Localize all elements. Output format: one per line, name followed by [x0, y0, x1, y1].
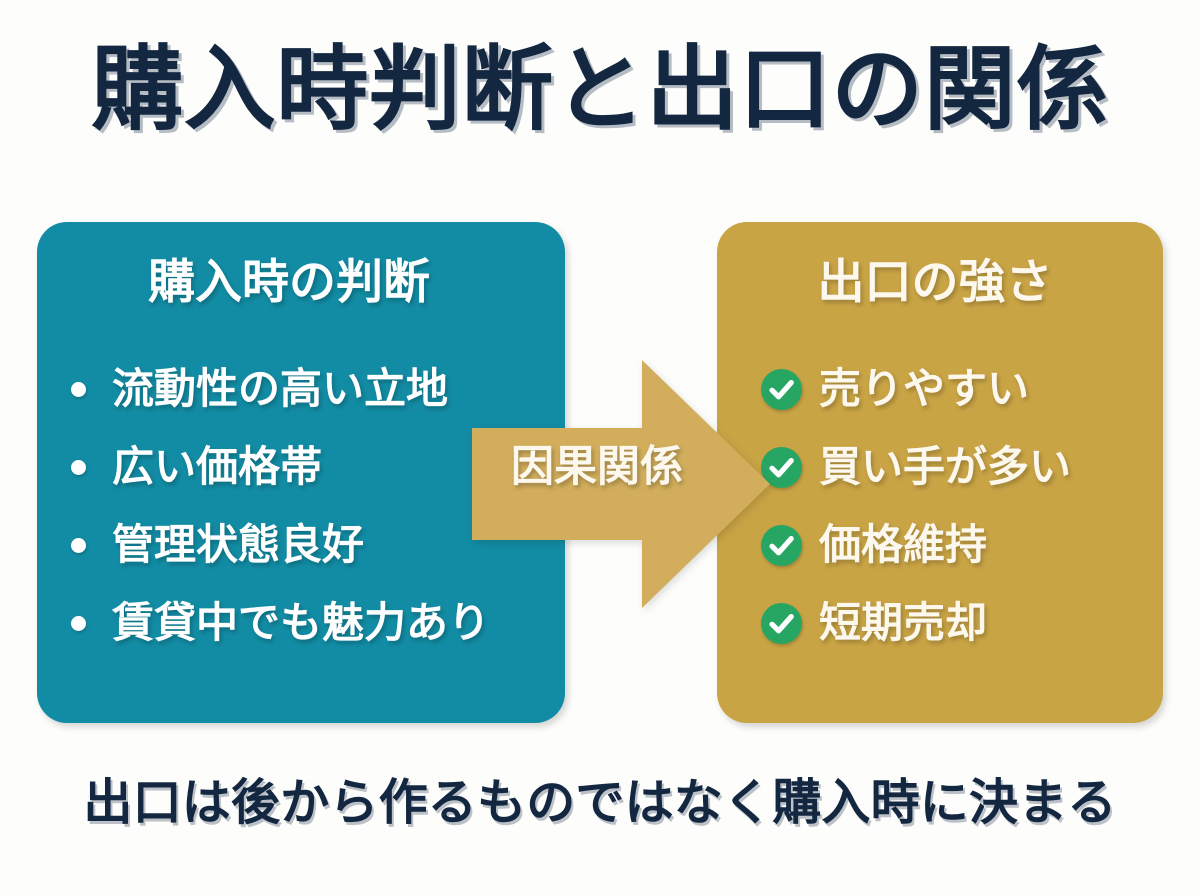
bullet-dot-icon	[71, 537, 86, 553]
exit-strength-panel-header: 出口の強さ	[817, 255, 1053, 308]
list-item-label: 流動性の高い立地	[112, 365, 449, 412]
list-item: 短期売却	[761, 584, 1155, 662]
page-title: 購入時判断と出口の関係	[91, 39, 1109, 141]
list-item: 広い価格帯	[65, 428, 555, 506]
list-item-label: 価格維持	[819, 521, 988, 568]
exit-strength-list: 売りやすい 買い手が多い 価格維持	[761, 350, 1155, 662]
check-circle-icon	[761, 524, 802, 566]
list-item-label: 管理状態良好	[112, 521, 365, 568]
list-item-label: 売りやすい	[819, 365, 1030, 412]
list-item: 価格維持	[761, 506, 1155, 584]
causal-arrow-icon	[472, 360, 770, 608]
purchase-decision-panel-header: 購入時の判断	[148, 255, 430, 308]
purchase-decision-list: 流動性の高い立地 広い価格帯 管理状態良好 賃貸中でも魅力あり	[65, 350, 555, 662]
list-item-label: 賃貸中でも魅力あり	[112, 599, 491, 646]
exit-strength-panel: 出口の強さ 売りやすい 買い手が多い	[717, 222, 1163, 723]
check-circle-icon	[761, 602, 802, 644]
list-item-label: 買い手が多い	[819, 443, 1072, 490]
check-circle-icon	[761, 446, 802, 488]
footer-caption: 出口は後から作るものではなく購入時に決まる	[83, 776, 1117, 830]
list-item-label: 広い価格帯	[112, 443, 323, 490]
bullet-dot-icon	[71, 615, 86, 631]
bullet-dot-icon	[71, 459, 86, 475]
list-item: 賃貸中でも魅力あり	[65, 584, 555, 662]
list-item: 買い手が多い	[761, 428, 1155, 506]
list-item: 管理状態良好	[65, 506, 555, 584]
list-item-label: 短期売却	[819, 599, 988, 646]
list-item: 流動性の高い立地	[65, 350, 555, 428]
bullet-dot-icon	[71, 381, 86, 397]
list-item: 売りやすい	[761, 350, 1155, 428]
check-circle-icon	[761, 368, 802, 410]
